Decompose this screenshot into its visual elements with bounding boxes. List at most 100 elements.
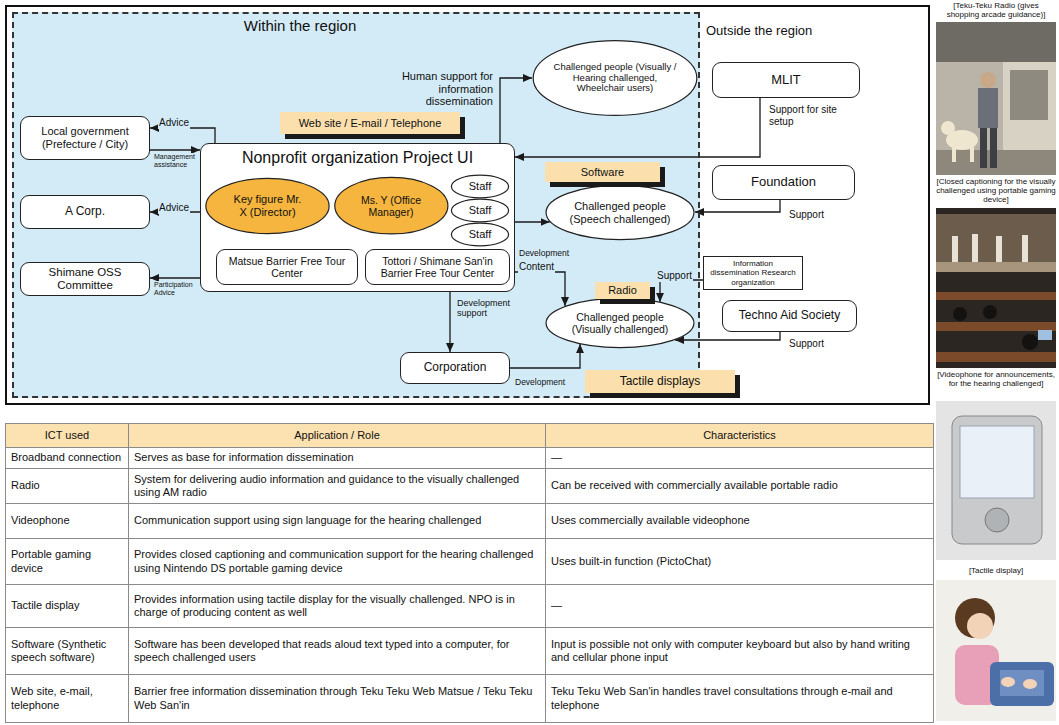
edge-label-slot: Support bbox=[788, 333, 838, 351]
edge-label-slot: Human support for information disseminat… bbox=[372, 70, 494, 109]
photo-child-hair bbox=[955, 598, 995, 638]
photo-screen bbox=[960, 426, 1034, 498]
node-label: Shimane OSS Committee bbox=[25, 266, 145, 292]
photo-ground bbox=[936, 401, 1056, 560]
table-text: Videophone bbox=[11, 514, 70, 526]
table-text: Barrier free information dissemination t… bbox=[134, 685, 532, 710]
edge-label: Development support bbox=[456, 298, 518, 319]
table-cell: Provides closed captioning and communica… bbox=[129, 539, 546, 585]
node-label: Web site / E-mail / Telephone bbox=[299, 117, 442, 130]
photo-device bbox=[952, 416, 1042, 544]
edge-label-slot: Support bbox=[788, 204, 838, 222]
node-title: Nonprofit organization Project UI bbox=[200, 149, 515, 167]
edge-label: Management assistance bbox=[153, 153, 199, 169]
table-cell: Radio bbox=[6, 469, 129, 504]
table-text: Teku Teku Web San'in handles travel cons… bbox=[551, 685, 893, 710]
table-cell: Software (Synthetic speech software) bbox=[6, 628, 129, 675]
organization-box: Matsue Barrier Free Tour Center bbox=[216, 249, 358, 285]
photo-head bbox=[1022, 334, 1038, 350]
photo-ground bbox=[936, 208, 1056, 368]
table-cell: Teku Teku Web San'in handles travel cons… bbox=[546, 675, 934, 723]
connector bbox=[500, 78, 532, 143]
table-cell: Communication support using sign languag… bbox=[129, 504, 546, 539]
edge-label: Content bbox=[518, 261, 555, 273]
node-label: Staff bbox=[469, 204, 491, 217]
node-label: Matsue Barrier Free Tour Center bbox=[221, 255, 353, 279]
connector bbox=[675, 332, 780, 340]
node-label: Challenged people (Visually / Hearing ch… bbox=[553, 62, 678, 95]
table-row: Videophone Communication support using si… bbox=[6, 504, 934, 539]
photo-game-device bbox=[1038, 330, 1052, 340]
organization-box: Information dissemination Research organ… bbox=[703, 256, 803, 290]
photo-hand bbox=[1001, 677, 1015, 687]
table-text: Radio bbox=[11, 479, 40, 491]
photo-tactile-display bbox=[990, 662, 1054, 706]
edge-label: Human support for information disseminat… bbox=[372, 70, 494, 108]
ellipse-shape bbox=[546, 298, 694, 347]
table-text: — bbox=[551, 451, 562, 463]
region-area: Within the regionLocal government (Prefe… bbox=[12, 12, 700, 398]
node-label: Staff bbox=[469, 228, 491, 241]
organization-box: Shimane OSS Committee bbox=[20, 262, 150, 296]
connector bbox=[660, 280, 703, 302]
organization-box: Corporation bbox=[400, 352, 510, 384]
photo-caption: [Tactile display] bbox=[936, 566, 1056, 575]
table-cell: Portable gaming device bbox=[6, 539, 129, 585]
photo-hall bbox=[936, 208, 1056, 368]
caption-slot: [Videophone for announcements, for the h… bbox=[936, 370, 1056, 388]
label-slot: Nonprofit organization Project UI bbox=[200, 149, 515, 167]
table-header: Characteristics bbox=[703, 429, 776, 441]
node-label: Local government (Prefecture / City) bbox=[25, 125, 145, 150]
label-slot: Within the region bbox=[180, 17, 420, 34]
node-label: A Corp. bbox=[65, 205, 105, 219]
people-ellipse: Challenged people (Visually / Hearing ch… bbox=[532, 40, 698, 116]
photo-radio bbox=[936, 22, 1056, 175]
edge-label-slot: Management assistance bbox=[153, 153, 199, 171]
edge-label: Advice bbox=[158, 117, 190, 129]
connector bbox=[515, 221, 550, 222]
edge-label-slot: Development bbox=[514, 371, 574, 389]
table-cell: Provides information using tactile displ… bbox=[129, 585, 546, 628]
table-cell: Broadband connection bbox=[6, 448, 129, 469]
node-label: Staff bbox=[469, 180, 491, 193]
photo-ground bbox=[936, 22, 1056, 175]
organization-box: Local government (Prefecture / City) bbox=[20, 116, 150, 160]
caption-slot: [Tactile display] bbox=[936, 566, 1056, 575]
people-ellipse: Challenged people (Speech challenged) bbox=[545, 185, 695, 240]
connector bbox=[150, 128, 215, 143]
table-row: Tactile displayProvides information usin… bbox=[6, 585, 934, 628]
photo-ground bbox=[936, 580, 1056, 721]
photo-performer bbox=[996, 236, 1002, 262]
node-label: Information dissemination Research organ… bbox=[708, 259, 798, 287]
ellipse-shape bbox=[451, 223, 508, 246]
node-label: Tactile displays bbox=[620, 375, 701, 389]
edge-label: Advice bbox=[158, 202, 190, 214]
connector bbox=[449, 292, 450, 352]
photo-head bbox=[983, 305, 997, 319]
table-cell: — bbox=[546, 448, 934, 469]
table-row: Web site, e-mail, telephoneBarrier free … bbox=[6, 675, 934, 723]
ellipse-shape bbox=[334, 178, 447, 235]
table-cell: Serves as base for information dissemina… bbox=[129, 448, 546, 469]
table-text: Communication support using sign languag… bbox=[134, 514, 481, 526]
photo-eave bbox=[936, 22, 1056, 62]
table-row: Broadband connectionServes as base for i… bbox=[6, 448, 934, 469]
ellipse-shape bbox=[451, 175, 508, 198]
table-header: Application / Role bbox=[294, 429, 380, 441]
table-text: Portable gaming device bbox=[11, 548, 91, 573]
photo-dog-head bbox=[941, 121, 955, 135]
photo-performer bbox=[952, 236, 958, 262]
table-cell: Can be received with commercially availa… bbox=[546, 469, 934, 504]
connector bbox=[695, 200, 780, 212]
table-cell: Barrier free information dissemination t… bbox=[129, 675, 546, 723]
table-text: Can be received with commercially availa… bbox=[551, 479, 838, 491]
photo-videophone bbox=[936, 401, 1056, 560]
ict-tag: Radio bbox=[595, 282, 650, 299]
photo-caption: [Videophone for announcements, for the h… bbox=[936, 370, 1056, 388]
organization-box: A Corp. bbox=[20, 195, 150, 229]
node-title: Outside the region bbox=[706, 24, 816, 39]
organization-box: Foundation bbox=[712, 165, 855, 200]
organization-box: MLIT bbox=[712, 62, 860, 98]
table-text: Software has been developed that reads a… bbox=[134, 638, 509, 663]
